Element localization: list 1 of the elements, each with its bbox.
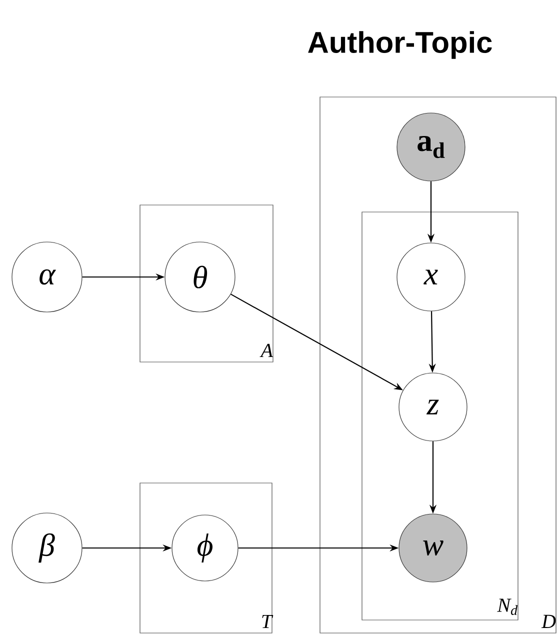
title: Author-Topic <box>308 31 492 59</box>
